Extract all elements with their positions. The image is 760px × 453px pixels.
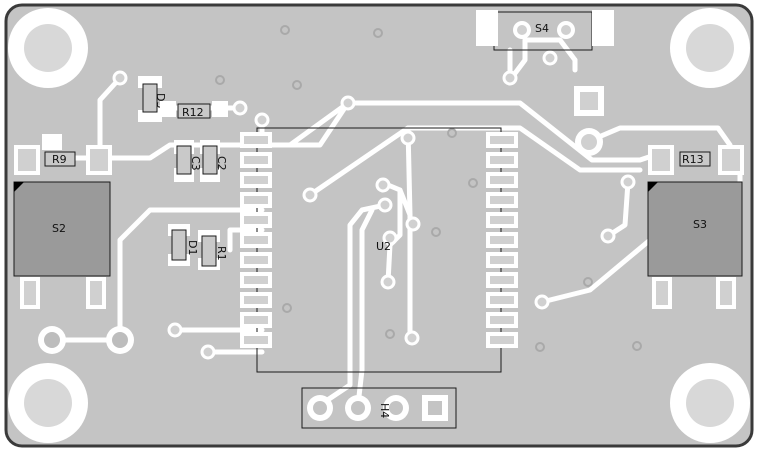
free-vias xyxy=(215,25,642,352)
mounting-holes xyxy=(8,8,750,443)
s3-component: S3 xyxy=(647,181,743,309)
r9-component: R9 xyxy=(14,134,112,175)
vias xyxy=(112,50,636,360)
r13-label: R13 xyxy=(682,153,704,166)
s4-label: S4 xyxy=(535,22,549,35)
r1-label: R1 xyxy=(215,246,228,261)
d1-label: D1 xyxy=(186,240,199,255)
r12-component: R12 xyxy=(160,101,228,119)
s4-component: S4 xyxy=(476,10,614,51)
r1-component: R1 xyxy=(198,230,228,270)
c2-label: C2 xyxy=(215,156,228,171)
u2-label: U2 xyxy=(376,240,391,253)
r9-label: R9 xyxy=(52,153,67,166)
u2-outline xyxy=(256,127,502,373)
c3-component: C3 xyxy=(174,140,202,182)
c3-label: C3 xyxy=(189,156,202,171)
r13-component: R13 xyxy=(648,145,744,175)
c2-component: C2 xyxy=(200,140,228,182)
u2-component: U2 xyxy=(240,127,518,373)
s3-label: S3 xyxy=(693,218,707,231)
s2-label: S2 xyxy=(52,222,66,235)
s2-component: S2 xyxy=(13,181,134,354)
r12-label: R12 xyxy=(182,106,204,119)
h4-component: H4 xyxy=(301,387,457,429)
d1-component: D1 xyxy=(168,224,199,266)
h4-label: H4 xyxy=(378,403,391,418)
